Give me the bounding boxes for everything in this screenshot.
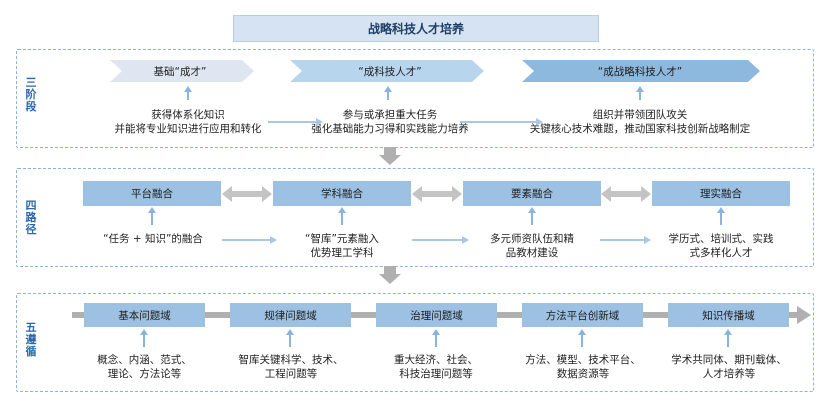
section-five-principles [16, 293, 814, 392]
section-four-paths-label: 四 路 径 [25, 199, 37, 236]
domain-governance-box: 治理问题域 [376, 303, 497, 327]
up-arrow-domain-5-stem [727, 335, 729, 347]
up-arrow-path-4-stem [720, 213, 722, 225]
stage-2-label: “成科技人才” [358, 65, 422, 78]
up-arrow-domain-1-stem [143, 335, 145, 347]
path-theory-practice-desc: 学历式、培训式、实践 式多样化人才 [668, 233, 774, 259]
up-arrow-stage-3-stem [639, 92, 641, 100]
path-double-arrows [222, 186, 651, 202]
domain-method-platform-box: 方法平台创新域 [522, 303, 643, 327]
domain-basic-box: 基本问题域 [84, 303, 205, 327]
path-arrow-3-4 [600, 239, 646, 241]
path-element-desc: 多元师资队伍和精 品教材建设 [490, 233, 574, 259]
path-arrow-1-2 [222, 239, 272, 241]
double-arrow-3 [601, 186, 651, 202]
double-arrow-2 [412, 186, 462, 202]
path-arrow-2-3-head [462, 236, 469, 244]
domain-basic-desc: 概念、内涵、范式、 理论、方法论等 [97, 354, 192, 380]
path-theory-practice-box: 理实融合 [652, 181, 790, 206]
up-arrow-domain-1 [140, 329, 148, 335]
diagram-title: 战略科技人才培养 [233, 15, 599, 42]
path-arrow-2-3 [412, 239, 464, 241]
up-arrow-domain-2 [286, 329, 294, 335]
section-four-paths [16, 168, 814, 267]
path-discipline-desc: “智库”元素融入 优势理工学科 [305, 233, 379, 259]
double-arrow-1 [222, 186, 272, 202]
stage-2-chevron [290, 60, 484, 82]
up-arrow-path-3 [528, 207, 536, 213]
up-arrow-stage-2 [384, 86, 392, 92]
domain-law-desc: 智库关键科学、技术、 工程问题等 [238, 354, 344, 380]
down-arrow-2-stem [384, 266, 396, 274]
stage-3-label: “成战略科技人才” [597, 65, 683, 78]
up-arrow-stage-3 [636, 86, 644, 92]
up-arrow-domain-5 [724, 329, 732, 335]
domain-knowledge-box: 知识传播域 [668, 303, 789, 327]
path-arrow-3-4-head [644, 236, 651, 244]
stage-3-desc: 组织并带领团队攻关 关键核心技术难题，推动国家科技创新战略制定 [529, 109, 751, 135]
stage-arrow-2-3 [460, 121, 538, 123]
stage-arrow-1-2 [268, 121, 318, 123]
up-arrow-domain-3 [432, 329, 440, 335]
up-arrow-stage-2-stem [387, 92, 389, 100]
up-arrow-path-2 [338, 207, 346, 213]
section-three-stages [16, 49, 814, 148]
down-arrow-1-stem [384, 147, 396, 155]
domain-governance-desc: 重大经济、社会、 科技治理问题等 [394, 354, 478, 380]
up-arrow-path-1 [148, 207, 156, 213]
domain-law-box: 规律问题域 [230, 303, 351, 327]
path-platform-desc: “任务 + 知识”的融合 [103, 233, 203, 245]
stage-arrow-1-2-head [316, 118, 323, 126]
up-arrow-stage-1 [184, 86, 192, 92]
down-arrow-2 [379, 274, 401, 284]
path-element-box: 要素融合 [463, 181, 601, 206]
stage-2-desc: 参与或承担重大任务 强化基础能力习得和实践能力培养 [311, 109, 469, 135]
path-arrow-1-2-head [270, 236, 277, 244]
stage-arrow-2-3-head [536, 118, 543, 126]
path-platform-box: 平台融合 [83, 181, 221, 206]
up-arrow-stage-1-stem [187, 92, 189, 100]
down-arrow-1 [379, 155, 401, 165]
up-arrow-domain-3-stem [435, 335, 437, 347]
up-arrow-path-4 [717, 207, 725, 213]
up-arrow-domain-2-stem [289, 335, 291, 347]
up-arrow-domain-4-stem [581, 335, 583, 347]
stage-3-chevron [522, 60, 760, 82]
domain-method-platform-desc: 方法、模型、技术平台、 数据资源等 [525, 354, 641, 380]
stage-1-label: 基础“成才” [153, 65, 207, 78]
stage-chevrons [110, 60, 760, 82]
section-three-stages-label: 三 阶 段 [25, 76, 37, 113]
principles-long-arrow-head [797, 306, 811, 324]
stage-1-chevron [110, 60, 254, 82]
up-arrow-path-3-stem [531, 213, 533, 225]
domain-knowledge-desc: 学术共同体、期刊载体、 人才培养等 [671, 354, 787, 380]
up-arrow-path-2-stem [341, 213, 343, 225]
up-arrow-path-1-stem [151, 213, 153, 225]
path-discipline-box: 学科融合 [273, 181, 411, 206]
up-arrow-domain-4 [578, 329, 586, 335]
stage-1-desc: 获得体系化知识 并能将专业知识进行应用和转化 [114, 109, 262, 135]
section-five-principles-label: 五 遵 循 [25, 321, 37, 358]
